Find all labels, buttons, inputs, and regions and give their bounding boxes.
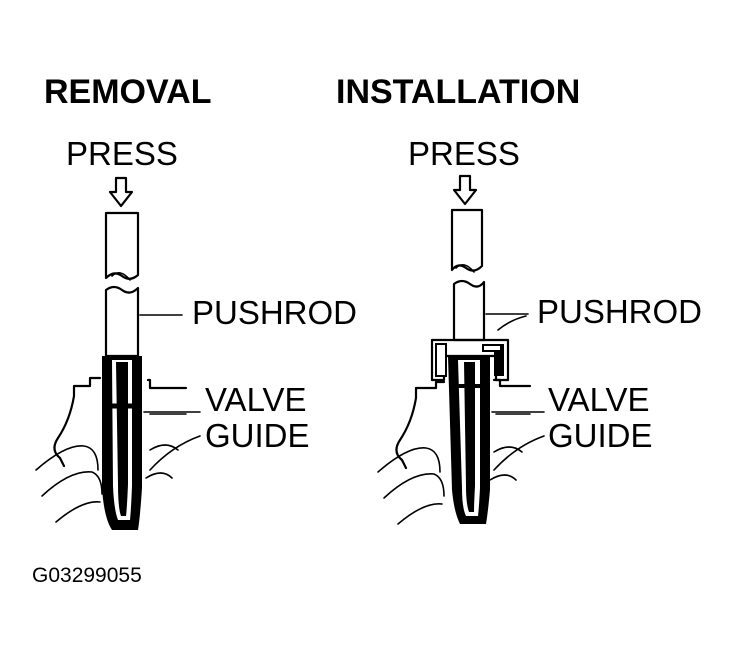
installation-pushrod-lower xyxy=(452,279,486,342)
installation-pushrod-label: PUSHROD xyxy=(537,293,702,330)
removal-press-arrow-icon xyxy=(108,176,134,208)
removal-pushrod-label: PUSHROD xyxy=(192,294,357,331)
removal-press-label: PRESS xyxy=(66,135,178,172)
removal-cylinder-head xyxy=(35,376,188,523)
installation-cylinder-head xyxy=(377,378,532,525)
installation-title: INSTALLATION xyxy=(336,73,580,111)
installation-guide-leader xyxy=(493,435,545,471)
figure-code: G03299055 xyxy=(32,564,142,587)
removal-panel: REMOVAL PRESS PUSHROD xyxy=(35,73,357,530)
installation-pushrod-upper xyxy=(450,208,484,273)
removal-valve-guide xyxy=(102,356,142,530)
removal-guide-leader xyxy=(149,435,201,471)
installation-guide-label: GUIDE xyxy=(548,417,653,454)
installation-valve-guide xyxy=(448,356,490,524)
removal-pushrod-upper xyxy=(104,211,140,281)
installation-collar-tool xyxy=(430,338,510,382)
removal-valve-label: VALVE xyxy=(205,381,307,418)
installation-press-arrow-icon xyxy=(452,174,478,206)
installation-pushrod-leader xyxy=(485,313,529,331)
installation-panel: INSTALLATION PRESS PUSHROD xyxy=(336,73,702,525)
installation-press-label: PRESS xyxy=(408,135,520,172)
removal-title: REMOVAL xyxy=(44,73,211,111)
removal-guide-label: GUIDE xyxy=(205,417,310,454)
removal-pushrod-lower xyxy=(104,285,140,358)
installation-valve-label: VALVE xyxy=(548,381,650,418)
